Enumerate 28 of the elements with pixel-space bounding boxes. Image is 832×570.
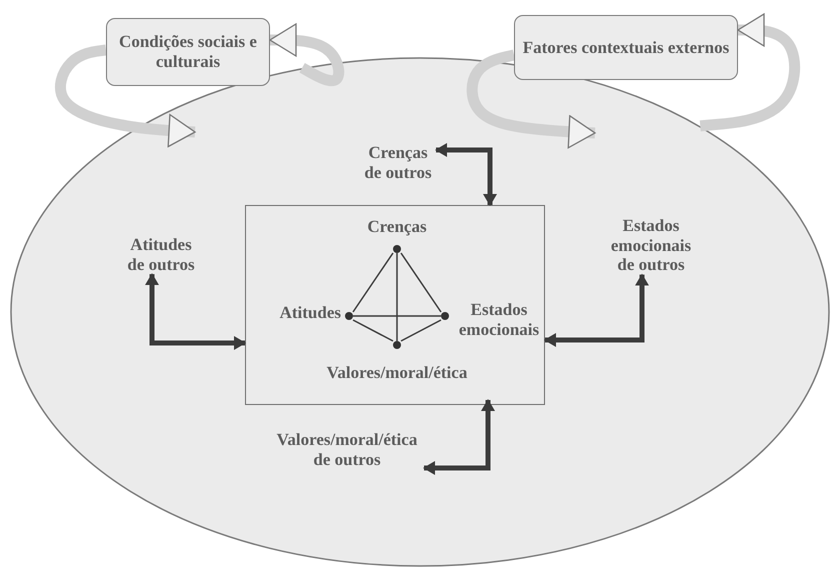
curved-band-arrow (700, 13, 800, 132)
tetrahedron-edge (352, 252, 394, 312)
tetrahedron-edge (400, 319, 442, 342)
tetrahedron-edge (352, 319, 394, 342)
rounded-box (514, 15, 738, 80)
text-label: Atitudes de outros (120, 235, 202, 274)
vertex-label: Atitudes (278, 303, 341, 323)
curved-band-arrow (466, 50, 596, 148)
text-label: Estados emocionais de outros (603, 216, 699, 275)
rounded-box (106, 18, 270, 86)
tetrahedron-edge (353, 315, 441, 317)
elbow-double-arrow (544, 274, 649, 347)
tetrahedron-edge (400, 252, 442, 312)
vertex-label: Crenças (366, 217, 428, 237)
curved-band-arrow (55, 44, 196, 148)
curved-band-arrow (269, 23, 344, 86)
elbow-double-arrow (145, 273, 246, 350)
vertex-label: Valores/moral/ética (326, 363, 468, 383)
vertex-label: Estados emocionais (458, 300, 540, 340)
elbow-double-arrow (423, 399, 495, 475)
box-label: Condições sociais e culturais (118, 32, 258, 72)
inner-rectangle (245, 205, 545, 405)
box-label: Fatores contextuais externos (522, 38, 730, 58)
large-ellipse (10, 57, 830, 567)
elbow-double-arrow (435, 143, 497, 206)
text-label: Crenças de outros (360, 143, 436, 182)
text-label: Valores/moral/ética de outros (270, 430, 424, 470)
tetrahedron-edge (396, 253, 398, 341)
